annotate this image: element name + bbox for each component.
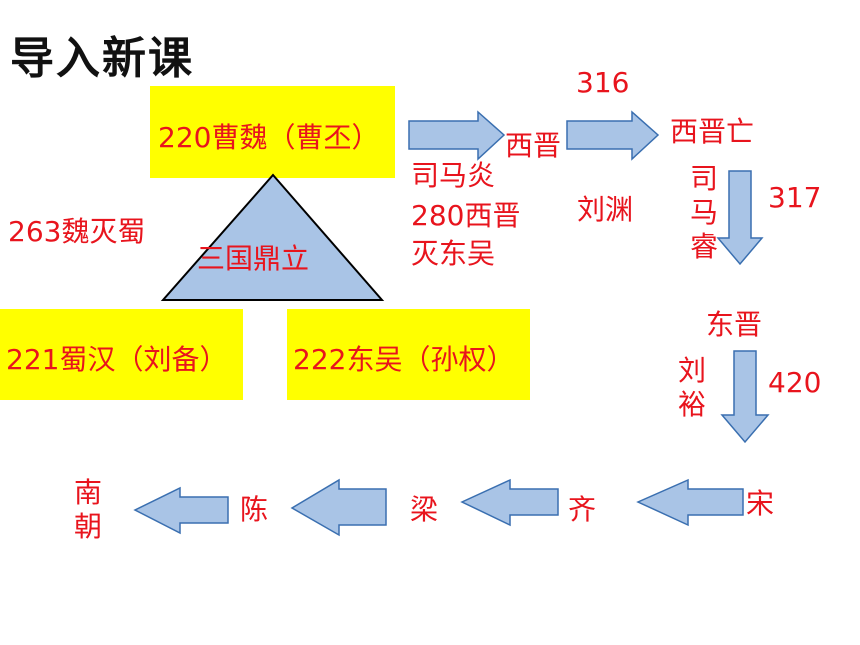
arrow-qi-to-liang bbox=[460, 478, 559, 527]
eastern-jin-name: 东晋 bbox=[706, 308, 763, 341]
eastern-jin-year: 317 bbox=[768, 181, 822, 214]
arrow-chen-to-southern bbox=[133, 486, 229, 535]
song-name: 宋 bbox=[746, 487, 775, 520]
dong-wu-box bbox=[287, 309, 530, 400]
three-kingdoms-triangle bbox=[160, 173, 385, 301]
western-jin-attacker: 刘渊 bbox=[577, 193, 634, 226]
slide-title: 导入新课 bbox=[10, 33, 194, 84]
arrow-to-eastern-jin bbox=[716, 170, 764, 266]
shu-han-label: 221蜀汉（刘备） bbox=[6, 343, 228, 376]
arrow-wei-to-western-jin bbox=[408, 110, 506, 161]
chen-label: 陈 bbox=[240, 493, 269, 526]
dong-wu-label: 222东吴（孙权） bbox=[293, 343, 515, 376]
cao-wei-label: 220曹魏（曹丕） bbox=[158, 121, 380, 154]
western-jin-founder: 司马炎 bbox=[411, 159, 496, 192]
song-founder: 刘裕 bbox=[677, 354, 706, 421]
wei-conquers-shu-label: 263魏灭蜀 bbox=[8, 215, 146, 248]
shu-han-box bbox=[0, 309, 243, 400]
arrow-to-song bbox=[720, 350, 770, 444]
western-jin-fall-label: 西晋亡 bbox=[670, 115, 755, 148]
western-jin-name: 西晋 bbox=[505, 129, 562, 162]
liang-label: 梁 bbox=[410, 493, 439, 526]
three-kingdoms-label: 三国鼎立 bbox=[197, 242, 310, 275]
western-jin-fall-year: 316 bbox=[576, 66, 630, 99]
western-jin-year-event: 280西晋 bbox=[411, 199, 521, 232]
eastern-jin-founder: 司马睿 bbox=[689, 162, 718, 263]
arrow-liang-to-chen bbox=[290, 478, 387, 537]
western-jin-event-tail: 灭东吴 bbox=[411, 237, 496, 270]
cao-wei-box bbox=[150, 86, 395, 178]
song-year: 420 bbox=[768, 366, 822, 399]
southern-dynasties-label: 南朝 bbox=[73, 476, 102, 543]
arrow-song-to-qi bbox=[636, 478, 744, 527]
arrow-western-jin-to-fall bbox=[566, 110, 660, 161]
qi-label: 齐 bbox=[568, 493, 597, 526]
